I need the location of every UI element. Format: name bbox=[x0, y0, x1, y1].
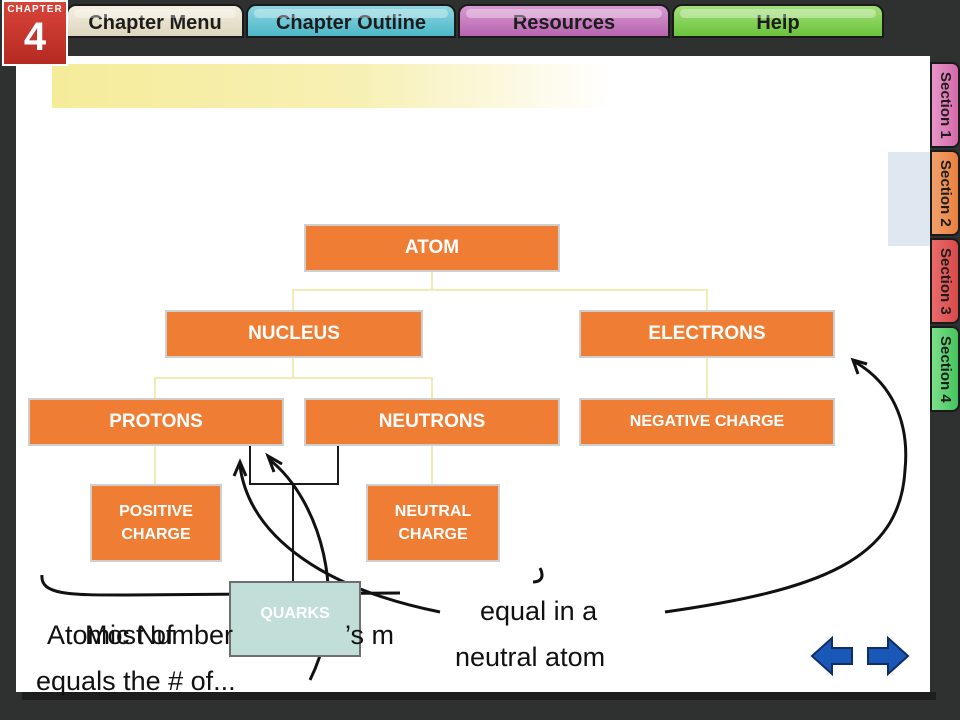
arrow-head-protons bbox=[232, 458, 248, 477]
tab-chapter-outline-label: Chapter Outline bbox=[275, 12, 426, 34]
arrow-head-electrons bbox=[850, 357, 868, 375]
equals-the-text: equals the # of... bbox=[36, 666, 236, 696]
chapter-number: 4 bbox=[23, 15, 47, 59]
brace-left bbox=[40, 574, 401, 597]
chapter-badge[interactable]: CHAPTER 4 bbox=[2, 0, 68, 66]
arrow-head-neutrons bbox=[265, 452, 283, 473]
most-of-text: Most of bbox=[85, 620, 174, 650]
connector-atom-electrons bbox=[432, 289, 708, 312]
section-tab-3[interactable]: Section 3 bbox=[930, 238, 960, 324]
section-tab-1[interactable]: Section 1 bbox=[930, 62, 960, 148]
neutral-atom-text: neutral atom bbox=[455, 642, 606, 672]
arrow-left-icon bbox=[810, 636, 853, 676]
arrow-to-protons bbox=[238, 465, 441, 614]
tab-gloss bbox=[254, 9, 448, 18]
brace-right bbox=[532, 567, 544, 584]
protons-box: PROTONS bbox=[28, 398, 284, 446]
tab-help[interactable]: Help bbox=[672, 4, 884, 38]
quarks-box: QUARKS bbox=[229, 581, 361, 657]
connector-atom-nucleus bbox=[292, 270, 433, 312]
equal-in-a-text: equal in a bbox=[480, 596, 598, 626]
slide-content bbox=[16, 56, 930, 692]
atomic-number-text: Atomic Number bbox=[47, 620, 234, 650]
section-tab-2[interactable]: Section 2 bbox=[930, 150, 960, 236]
chapter-word: CHAPTER bbox=[7, 4, 63, 15]
tab-chapter-menu-label: Chapter Menu bbox=[88, 12, 222, 34]
tab-resources[interactable]: Resources bbox=[458, 4, 670, 38]
tab-chapter-outline[interactable]: Chapter Outline bbox=[246, 4, 456, 38]
arrow-to-electrons bbox=[664, 360, 908, 614]
nucleus-box: NUCLEUS bbox=[165, 310, 423, 358]
title-highlight-bar bbox=[52, 64, 612, 108]
atom-box: ATOM bbox=[304, 224, 560, 272]
tab-resources-label: Resources bbox=[512, 12, 616, 34]
previous-button[interactable] bbox=[810, 636, 854, 676]
connector-lines bbox=[154, 270, 708, 486]
connector-nucleus-neutrons bbox=[293, 377, 433, 400]
next-button[interactable] bbox=[866, 636, 910, 676]
neutrons-box: NEUTRONS bbox=[304, 398, 560, 446]
tab-gloss bbox=[74, 9, 236, 18]
top-navigation-bar: CHAPTER 4 Chapter Menu Chapter Outline R… bbox=[0, 0, 960, 66]
connector-nucleus-protons bbox=[154, 356, 294, 400]
tab-gloss bbox=[466, 9, 662, 18]
partial-s-text: ’s m bbox=[345, 620, 395, 650]
tab-gloss bbox=[680, 9, 876, 18]
section-tab-4[interactable]: Section 4 bbox=[930, 326, 960, 412]
content-shadow bbox=[22, 692, 936, 700]
positive-charge-box: POSITIVE CHARGE bbox=[90, 484, 222, 562]
electrons-box: ELECTRONS bbox=[579, 310, 835, 358]
negative-charge-box: NEGATIVE CHARGE bbox=[579, 398, 835, 446]
arrow-right-icon bbox=[867, 636, 910, 676]
tab-help-label: Help bbox=[756, 12, 800, 34]
section-2-highlight bbox=[888, 152, 930, 246]
neutral-charge-box: NEUTRAL CHARGE bbox=[366, 484, 500, 562]
bracket-protons-neutrons bbox=[249, 444, 339, 485]
